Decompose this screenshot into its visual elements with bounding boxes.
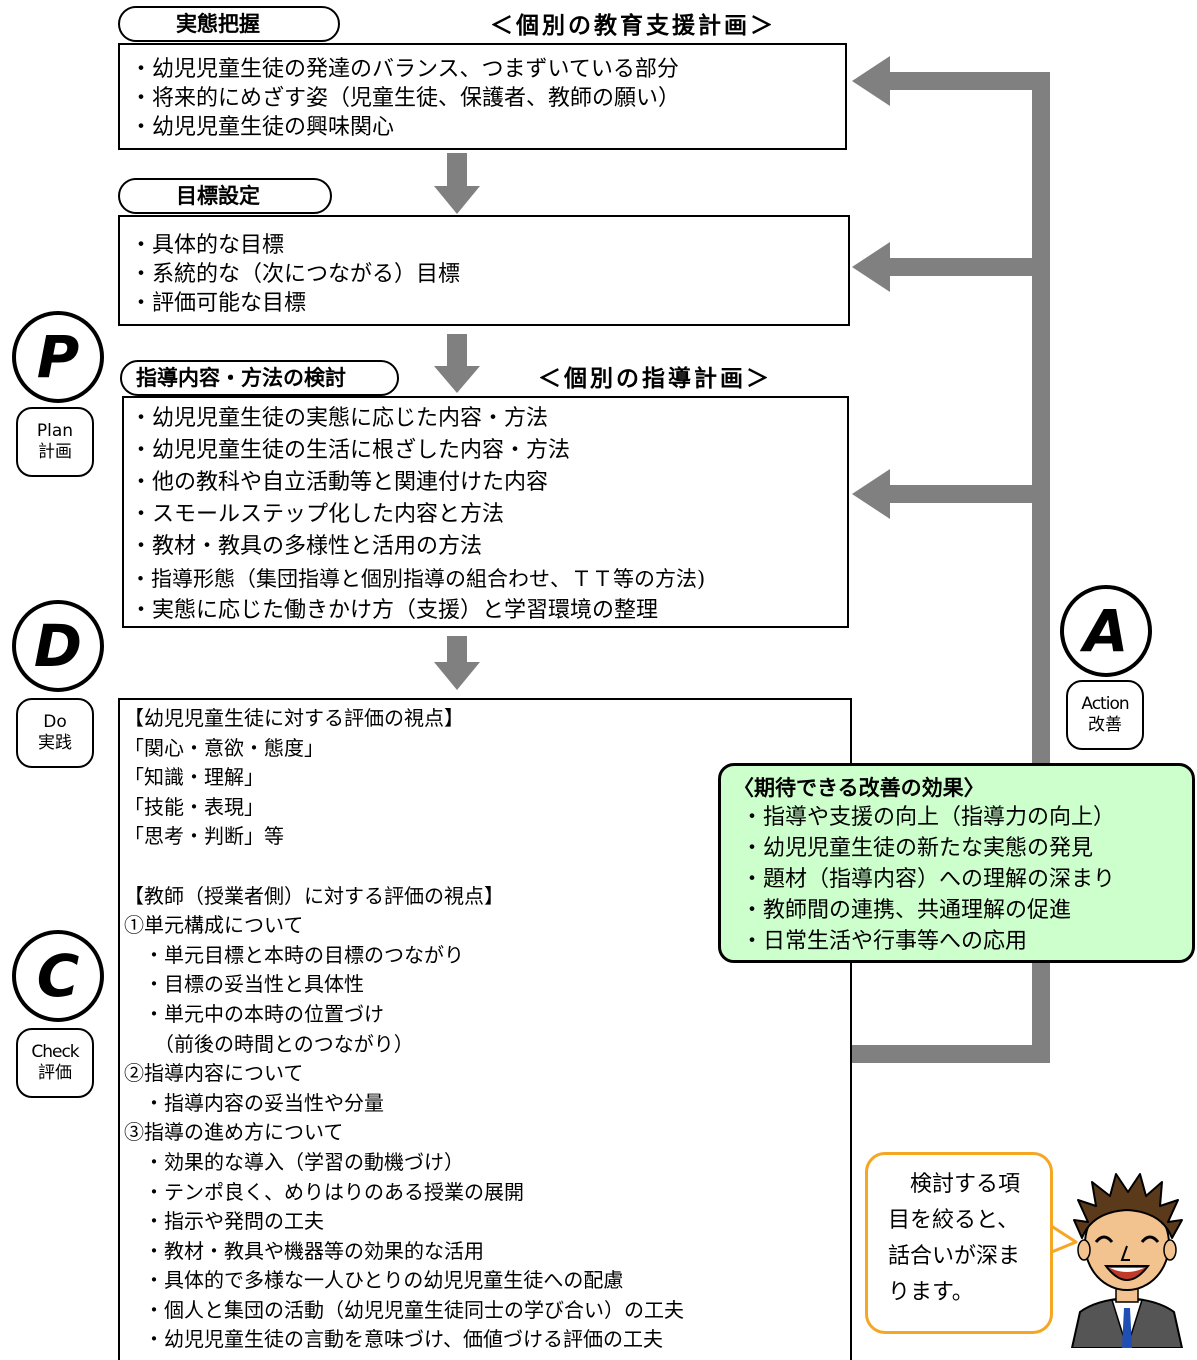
action-circle: A bbox=[1060, 585, 1152, 677]
evaluation-line: 【教師（授業者側）に対する評価の視点】 bbox=[124, 883, 504, 908]
improvement-effect-item: ・幼児児童生徒の新たな実態の発見 bbox=[741, 836, 1094, 861]
improvement-effects-title: 〈期待できる改善の効果〉 bbox=[733, 776, 985, 800]
evaluation-line: ③指導の進め方について bbox=[124, 1120, 344, 1145]
do-circle: D bbox=[12, 600, 104, 692]
content-method-item: ・実態に応じた働きかけ方（支援）と学習環境の整理 bbox=[130, 598, 659, 623]
speech-bubble-line: 話合いが深ま bbox=[888, 1244, 1021, 1269]
down-arrow-2 bbox=[434, 334, 480, 393]
evaluation-line: 【幼児児童生徒に対する評価の視点】 bbox=[124, 706, 464, 730]
improvement-effect-item: ・題材（指導内容）への理解の深まり bbox=[741, 867, 1116, 892]
plan-ja-label: 計画 bbox=[38, 442, 72, 462]
speech-bubble-line: ります。 bbox=[888, 1280, 974, 1305]
improvement-effect-item: ・指導や支援の向上（指導力の向上） bbox=[741, 805, 1116, 830]
speech-bubble-line: 目を絞ると、 bbox=[888, 1208, 1020, 1233]
assessment-item: ・幼児児童生徒の発達のバランス、つまずいている部分 bbox=[130, 57, 679, 82]
evaluation-line: 「思考・判断」等 bbox=[124, 824, 284, 849]
content-method-item: ・幼児児童生徒の実態に応じた内容・方法 bbox=[130, 406, 549, 431]
down-arrow-1 bbox=[434, 153, 480, 214]
improvement-effect-item: ・日常生活や行事等への応用 bbox=[741, 929, 1028, 954]
content-method-item: ・教材・教具の多様性と活用の方法 bbox=[130, 534, 483, 559]
goal-setting-item: ・系統的な（次につながる）目標 bbox=[130, 262, 461, 287]
evaluation-line: ・テンポ良く、めりはりのある授業の展開 bbox=[124, 1179, 524, 1204]
improvement-effect-item: ・教師間の連携、共通理解の促進 bbox=[741, 898, 1072, 923]
evaluation-line: （前後の時間とのつながり） bbox=[124, 1031, 414, 1056]
check-circle: C bbox=[12, 930, 104, 1022]
assessment-box: ・幼児児童生徒の発達のバランス、つまずいている部分 ・将来的にめざす姿（児童生徒… bbox=[118, 43, 847, 150]
evaluation-line: 「知識・理解」 bbox=[124, 765, 264, 790]
action-stage-label: Action 改善 bbox=[1066, 680, 1144, 750]
feedback-line-3 bbox=[884, 485, 1050, 503]
feedback-bottom-line bbox=[852, 1045, 1050, 1063]
plan-en-label: Plan bbox=[36, 421, 74, 441]
evaluation-line: 「技能・表現」 bbox=[124, 794, 264, 819]
evaluation-line: ②指導内容について bbox=[124, 1061, 304, 1086]
goal-setting-item: ・評価可能な目標 bbox=[130, 291, 307, 316]
feedback-line-2 bbox=[884, 258, 1050, 276]
speech-bubble-line: 検討する項 bbox=[888, 1172, 1021, 1197]
individual-support-plan-heading: ＜個別の教育支援計画＞ bbox=[490, 13, 776, 39]
evaluation-line: ・目標の妥当性と具体性 bbox=[124, 972, 364, 997]
speech-bubble: 検討する項 目を絞ると、 話合いが深ま ります。 bbox=[865, 1152, 1053, 1334]
do-en-label: Do bbox=[43, 712, 67, 732]
evaluation-line: ・単元目標と本時の目標のつながり bbox=[124, 942, 464, 967]
action-ja-label: 改善 bbox=[1088, 715, 1122, 735]
evaluation-line: ・幼児児童生徒の言動を意味づけ、価値づける評価の工夫 bbox=[124, 1327, 663, 1352]
feedback-arrowhead-1 bbox=[852, 56, 890, 106]
goal-setting-box: ・具体的な目標 ・系統的な（次につながる）目標 ・評価可能な目標 bbox=[118, 215, 850, 326]
assessment-label: 実態把握 bbox=[118, 6, 340, 42]
individual-guidance-plan-heading: ＜個別の指導計画＞ bbox=[538, 366, 772, 392]
do-ja-label: 実践 bbox=[38, 733, 72, 753]
do-stage-label: Do 実践 bbox=[16, 698, 94, 768]
content-method-item: ・幼児児童生徒の生活に根ざした内容・方法 bbox=[130, 438, 571, 463]
assessment-item: ・幼児児童生徒の興味関心 bbox=[130, 115, 395, 140]
down-arrow-3 bbox=[434, 636, 480, 690]
check-en-label: Check bbox=[31, 1042, 79, 1062]
assessment-item: ・将来的にめざす姿（児童生徒、保護者、教師の願い） bbox=[130, 86, 681, 111]
evaluation-line: ・効果的な導入（学習の動機づけ） bbox=[124, 1149, 464, 1174]
evaluation-line: 「関心・意欲・態度」 bbox=[124, 735, 324, 760]
evaluation-line: ・指示や発問の工夫 bbox=[124, 1209, 324, 1234]
teacher-illustration bbox=[1070, 1173, 1184, 1348]
content-method-item: ・スモールステップ化した内容と方法 bbox=[130, 502, 505, 527]
goal-setting-item: ・具体的な目標 bbox=[130, 233, 285, 258]
check-ja-label: 評価 bbox=[38, 1063, 72, 1083]
evaluation-line: ①単元構成について bbox=[124, 913, 304, 938]
feedback-arrowhead-3 bbox=[852, 469, 890, 519]
evaluation-line: ・個人と集団の活動（幼児児童生徒同士の学び合い）の工夫 bbox=[124, 1297, 684, 1322]
content-method-label: 指導内容・方法の検討 bbox=[120, 360, 399, 396]
evaluation-line: ・教材・教具や機器等の効果的な活用 bbox=[124, 1238, 484, 1263]
action-en-label: Action bbox=[1081, 694, 1129, 714]
feedback-arrowhead-2 bbox=[852, 242, 890, 292]
evaluation-line: ・具体的で多様な一人ひとりの幼児児童生徒への配慮 bbox=[124, 1268, 624, 1293]
plan-stage-label: Plan 計画 bbox=[16, 407, 94, 477]
improvement-effects-box: 〈期待できる改善の効果〉 ・指導や支援の向上（指導力の向上） ・幼児児童生徒の新… bbox=[718, 763, 1195, 963]
plan-circle: P bbox=[12, 311, 104, 403]
evaluation-line: ・指導内容の妥当性や分量 bbox=[124, 1090, 384, 1115]
goal-setting-label: 目標設定 bbox=[118, 178, 332, 214]
content-method-box: ・幼児児童生徒の実態に応じた内容・方法 ・幼児児童生徒の生活に根ざした内容・方法… bbox=[122, 396, 849, 628]
check-stage-label: Check 評価 bbox=[16, 1028, 94, 1098]
content-method-item: ・他の教科や自立活動等と関連付けた内容 bbox=[130, 470, 549, 495]
evaluation-line: ・単元中の本時の位置づけ bbox=[124, 1001, 384, 1026]
content-method-item: ・指導形態（集団指導と個別指導の組合わせ、ＴＴ等の方法) bbox=[130, 567, 706, 591]
feedback-line-1 bbox=[884, 72, 1050, 90]
